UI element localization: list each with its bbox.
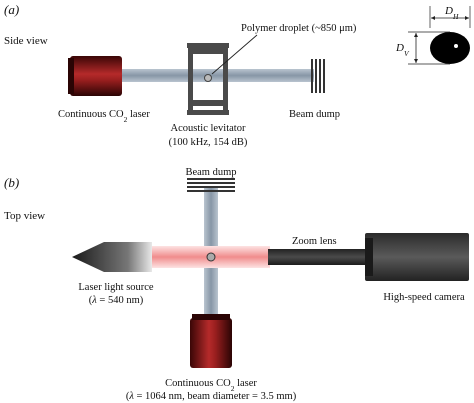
co2-laser-top-spec: (λ = 1064 nm, beam diameter = 3.5 mm) (126, 391, 297, 402)
dim-h-label: DH (444, 5, 459, 21)
levitator-label-2: (100 kHz, 154 dB) (169, 137, 248, 148)
beam-dump-top-label: Beam dump (185, 167, 236, 178)
zoom-lens (268, 249, 368, 265)
acoustic-levitator (187, 43, 229, 115)
co2-laser-top (190, 314, 232, 368)
co2-laser-side (68, 56, 122, 96)
co2-laser-top-label: Continuous CO2 laser (165, 378, 257, 393)
co2-laser-side-label: Continuous CO2 laser (58, 109, 150, 124)
levitator-label-1: Acoustic levitator (171, 123, 246, 134)
polymer-droplet (204, 74, 212, 82)
high-speed-camera (365, 233, 469, 281)
light-source-label-1: Laser light source (78, 282, 154, 293)
zoom-lens-label: Zoom lens (292, 236, 337, 247)
co2-beam-side (120, 69, 314, 82)
droplet-pointer (211, 34, 258, 75)
light-source-label-2: (λ = 540 nm) (89, 295, 144, 306)
beam-dump-side-label: Beam dump (289, 109, 340, 120)
droplet-label: Polymer droplet (~850 μm) (241, 23, 357, 34)
polymer-droplet-top (206, 252, 216, 262)
top-view-label: Top view (4, 210, 45, 222)
dim-v-label: DV (395, 42, 410, 58)
panel-a-tag: (a) (4, 2, 19, 17)
side-view-label: Side view (4, 35, 48, 47)
droplet-dimension-diagram (408, 6, 471, 65)
camera-label: High-speed camera (383, 292, 465, 303)
beam-dump-side (311, 59, 325, 93)
beam-dump-top (187, 178, 235, 192)
laser-light-source (72, 242, 152, 272)
panel-b-tag: (b) (4, 175, 19, 190)
